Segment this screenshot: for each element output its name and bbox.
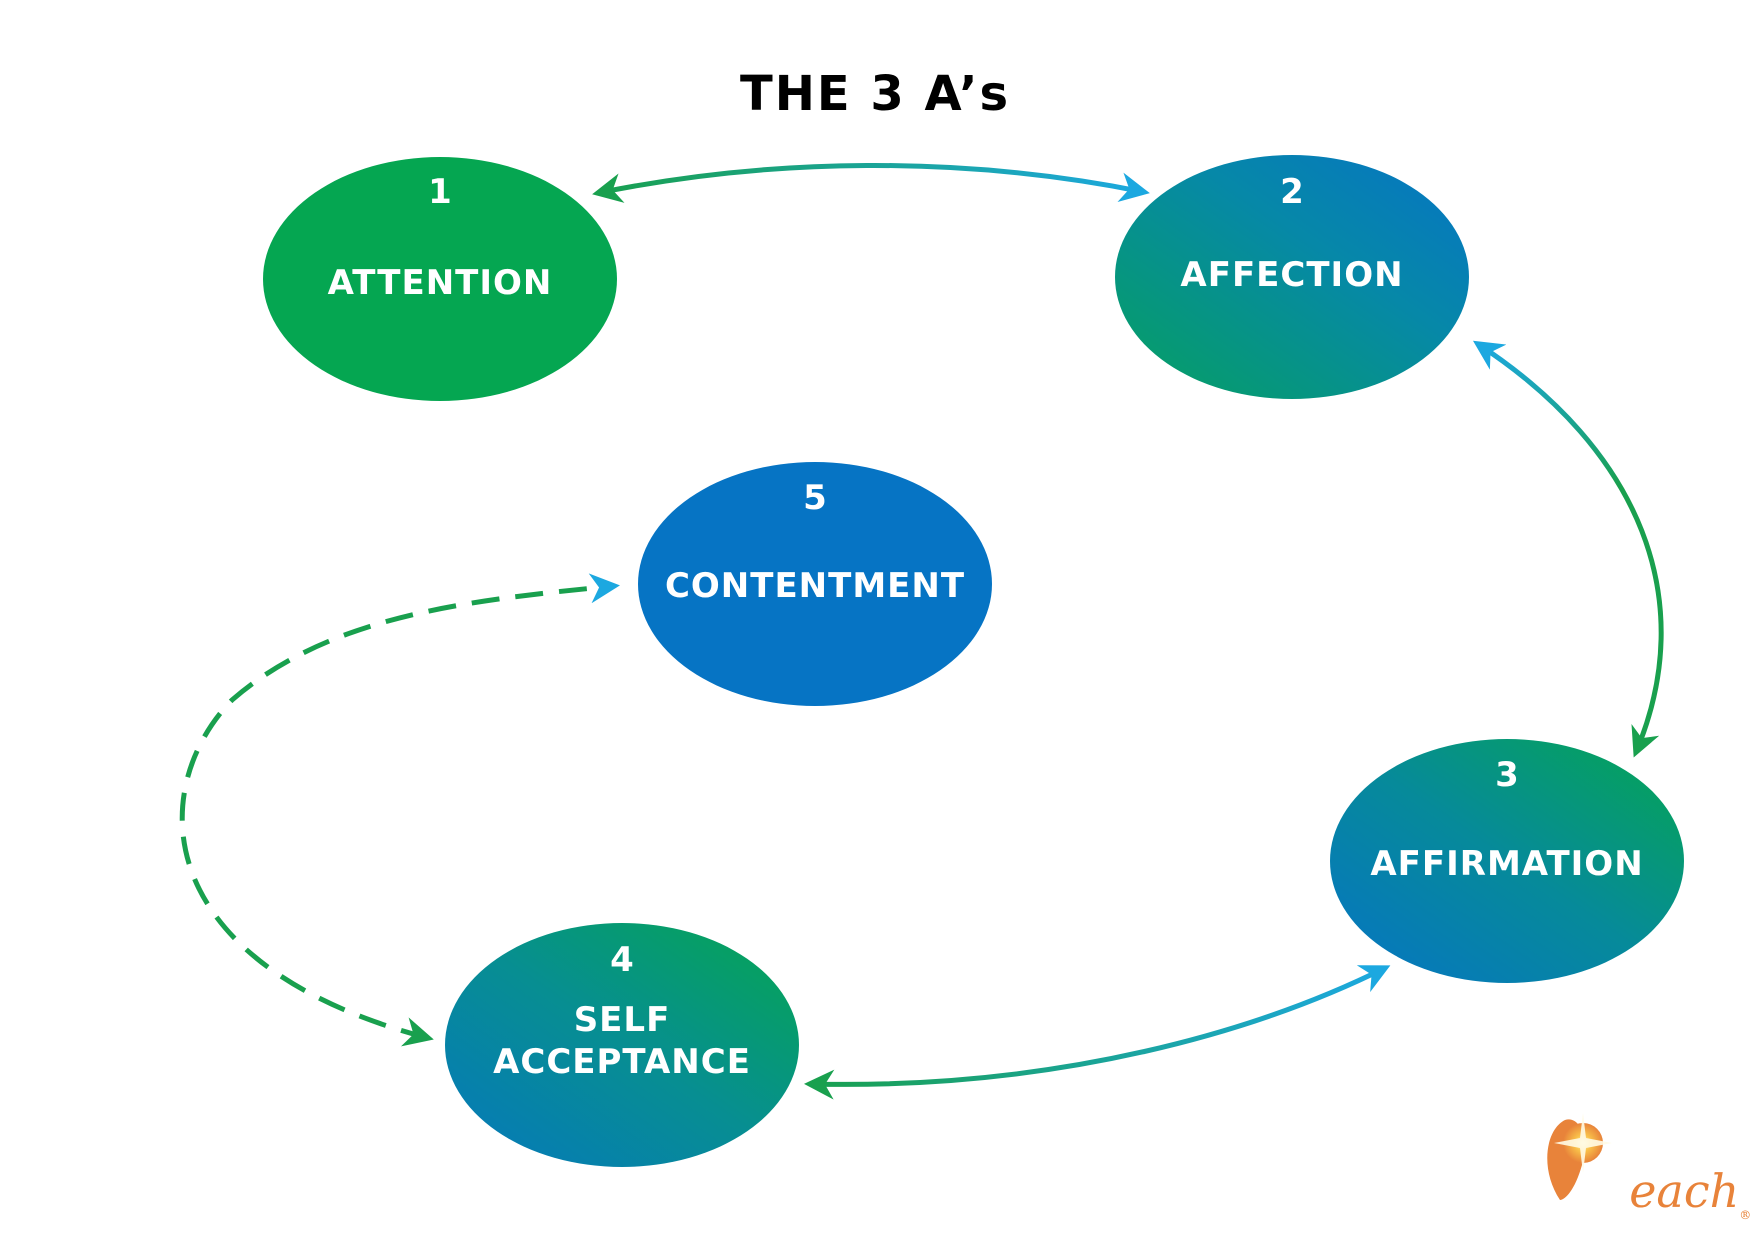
dashed-arrow-selfacceptance-contentment	[179, 573, 620, 1047]
node-self-acceptance-label: SELF ACCEPTANCE	[445, 999, 799, 1083]
arrow-attention-affection	[592, 163, 1150, 203]
reach-logo-initial: R	[1584, 1152, 1629, 1222]
node-contentment-number: 5	[803, 478, 827, 518]
node-self-acceptance	[445, 923, 799, 1167]
reach-logo-word: Reach	[1584, 1164, 1739, 1218]
node-affection-number: 2	[1280, 172, 1304, 212]
node-contentment-label: CONTENTMENT	[664, 566, 966, 606]
reach-logo-rest: each	[1629, 1164, 1740, 1218]
node-affirmation	[1330, 739, 1684, 983]
node-self-acceptance-label-line1: SELF	[573, 1000, 671, 1040]
node-attention-label: ATTENTION	[327, 263, 553, 303]
arrow-affection-affirmation	[1472, 340, 1664, 758]
reach-logo-text: Reach®	[1598, 1152, 1750, 1222]
reach-logo-registered-mark: ®	[1739, 1208, 1750, 1222]
node-attention-number: 1	[428, 172, 452, 212]
diagram-title: THE 3 A’s	[739, 66, 1011, 122]
node-affection-label: AFFECTION	[1180, 255, 1404, 295]
arrow-affirmation-selfacceptance	[804, 965, 1391, 1100]
reach-logo-icon	[1547, 1113, 1612, 1200]
node-self-acceptance-label-line2: ACCEPTANCE	[493, 1042, 751, 1082]
node-self-acceptance-number: 4	[610, 940, 634, 980]
node-affection	[1115, 155, 1469, 399]
node-affirmation-label: AFFIRMATION	[1370, 844, 1644, 884]
node-contentment	[638, 462, 992, 706]
node-attention	[263, 157, 617, 401]
node-affirmation-number: 3	[1495, 755, 1519, 795]
